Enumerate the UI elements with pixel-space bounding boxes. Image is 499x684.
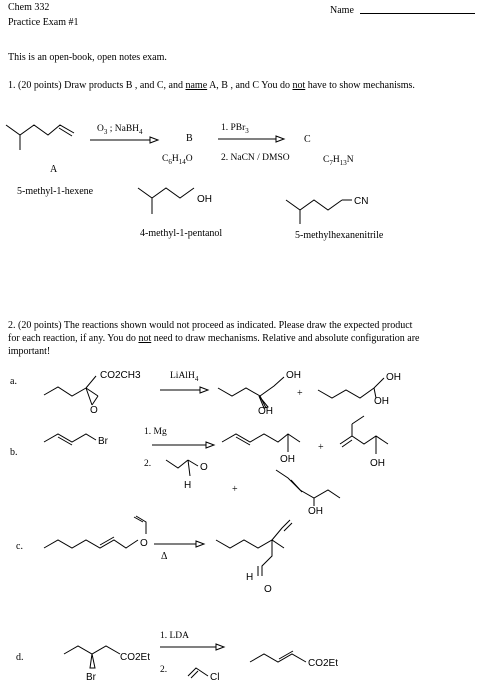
course-title: Chem 332 xyxy=(8,2,50,13)
svg-text:O: O xyxy=(264,584,272,595)
svg-text:O: O xyxy=(140,538,148,549)
q2b-propanal: O H xyxy=(165,459,208,491)
svg-text:OH: OH xyxy=(308,506,323,517)
q2-prompt-line2: for each reaction, if any. You do not ne… xyxy=(8,333,420,344)
q2d-label: d. xyxy=(16,652,24,663)
intro-text: This is an open-book, open notes exam. xyxy=(8,52,167,63)
q1-label-c: C xyxy=(304,134,311,145)
q1-reagent-nacn: 2. NaCN / DMSO xyxy=(221,153,290,163)
svg-text:OH: OH xyxy=(258,406,273,417)
compound-c-structure: CN xyxy=(285,196,368,224)
svg-text:OH: OH xyxy=(374,396,389,407)
svg-text:CO2Et: CO2Et xyxy=(308,658,338,669)
q2d-starting-material: Br CO2Et xyxy=(63,645,150,683)
q2a-plus: + xyxy=(297,388,303,399)
q2a-starting-material: O CO2CH3 xyxy=(43,370,141,416)
q1-reagent-ozonolysis: O3 ; NaBH4 xyxy=(97,124,143,136)
svg-text:H: H xyxy=(246,572,253,583)
q2c-product: H O xyxy=(215,519,293,595)
q1-cn-label: CN xyxy=(354,196,368,207)
q1-name-a: 5-methyl-1-hexene xyxy=(17,186,94,197)
q2b-product-cis: OH xyxy=(275,469,341,517)
q1-oh-label: OH xyxy=(197,194,212,205)
name-label: Name xyxy=(330,5,354,16)
svg-text:CO2CH3: CO2CH3 xyxy=(100,370,141,381)
name-blank[interactable] xyxy=(360,13,475,14)
svg-text:OH: OH xyxy=(280,454,295,465)
compound-a-structure xyxy=(5,124,75,150)
exam-title: Practice Exam #1 xyxy=(8,17,79,28)
q1-label-a: A xyxy=(50,164,58,175)
svg-text:Cl: Cl xyxy=(210,672,219,683)
q2d-allyl-chloride: Cl xyxy=(187,667,219,683)
q2-prompt-line3: important! xyxy=(8,346,51,357)
q2b-step2: 2. xyxy=(144,459,152,469)
svg-text:OH: OH xyxy=(386,372,401,383)
svg-text:H: H xyxy=(184,480,191,491)
q2a-product-2: OH OH xyxy=(317,372,401,407)
q2b-plus-2: + xyxy=(232,484,238,495)
q2d-step1: 1. LDA xyxy=(160,631,190,641)
svg-text:OH: OH xyxy=(286,370,301,381)
q2c-reagent: Δ xyxy=(161,551,168,562)
q2b-starting-material: Br xyxy=(43,433,109,447)
q1-reagent-pbr3: 1. PBr3 xyxy=(221,123,249,135)
q2b-step1: 1. Mg xyxy=(144,427,167,437)
q1-formula-b: C6H14O xyxy=(162,154,193,166)
q1-label-b: B xyxy=(186,133,193,144)
svg-text:CO2Et: CO2Et xyxy=(120,652,150,663)
svg-text:O: O xyxy=(200,462,208,473)
q1-prompt: 1. (20 points) Draw products B , and C, … xyxy=(8,80,415,91)
q2d-product: CO2Et xyxy=(249,650,338,669)
q2c-label: c. xyxy=(16,541,23,552)
q2b-label: b. xyxy=(10,447,18,458)
q1-formula-c: C7H13N xyxy=(323,155,354,167)
svg-text:Br: Br xyxy=(98,436,109,447)
svg-text:O: O xyxy=(90,405,98,416)
q2a-label: a. xyxy=(10,376,17,387)
q2b-plus-1: + xyxy=(318,442,324,453)
compound-b-structure: OH xyxy=(137,187,212,214)
q2a-product-1: OH OH xyxy=(217,370,301,417)
q2a-reagent: LiAlH4 xyxy=(170,371,199,383)
q2b-product-branched: OH xyxy=(339,415,389,469)
q2b-product-linear: OH xyxy=(221,433,301,465)
q1-name-b: 4-methyl-1-pentanol xyxy=(140,228,223,239)
q2-prompt-line1: 2. (20 points) The reactions shown would… xyxy=(8,320,413,331)
q1-name-c: 5-methylhexanenitrile xyxy=(295,230,384,241)
svg-text:OH: OH xyxy=(370,458,385,469)
q2d-step2: 2. xyxy=(160,665,168,675)
q2c-starting-material: O xyxy=(43,515,148,549)
svg-text:Br: Br xyxy=(86,672,97,683)
